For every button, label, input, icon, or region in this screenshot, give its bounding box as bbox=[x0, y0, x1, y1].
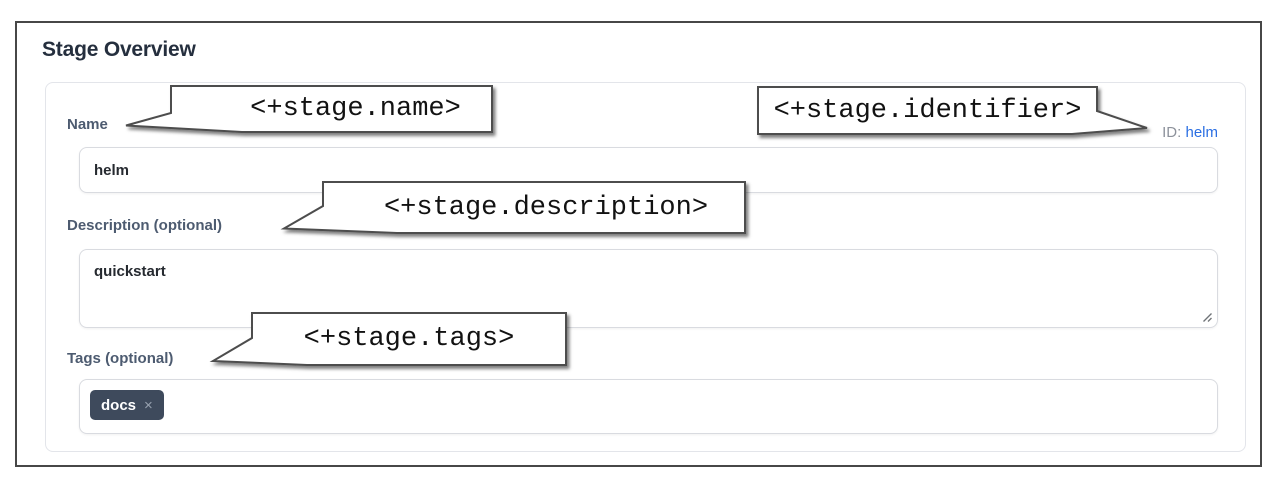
id-caption: ID: bbox=[1162, 124, 1182, 141]
description-textarea-value: quickstart bbox=[94, 263, 166, 280]
description-textarea[interactable]: quickstart bbox=[79, 249, 1218, 328]
tags-field-label: Tags (optional) bbox=[67, 350, 174, 367]
name-field-label: Name bbox=[67, 116, 108, 133]
description-field-label: Description (optional) bbox=[67, 217, 222, 234]
name-input[interactable]: helm bbox=[79, 147, 1218, 193]
tag-chip-docs[interactable]: docs × bbox=[90, 390, 164, 420]
tags-input[interactable]: docs × bbox=[79, 379, 1218, 434]
name-input-value: helm bbox=[94, 161, 130, 179]
textarea-resize-handle-icon[interactable] bbox=[1201, 311, 1213, 323]
tag-remove-icon[interactable]: × bbox=[144, 396, 153, 414]
id-value-link[interactable]: helm bbox=[1185, 124, 1218, 141]
stage-id-row: ID: helm bbox=[1162, 124, 1218, 141]
page-title: Stage Overview bbox=[42, 38, 196, 61]
tag-chip-label: docs bbox=[101, 396, 137, 414]
